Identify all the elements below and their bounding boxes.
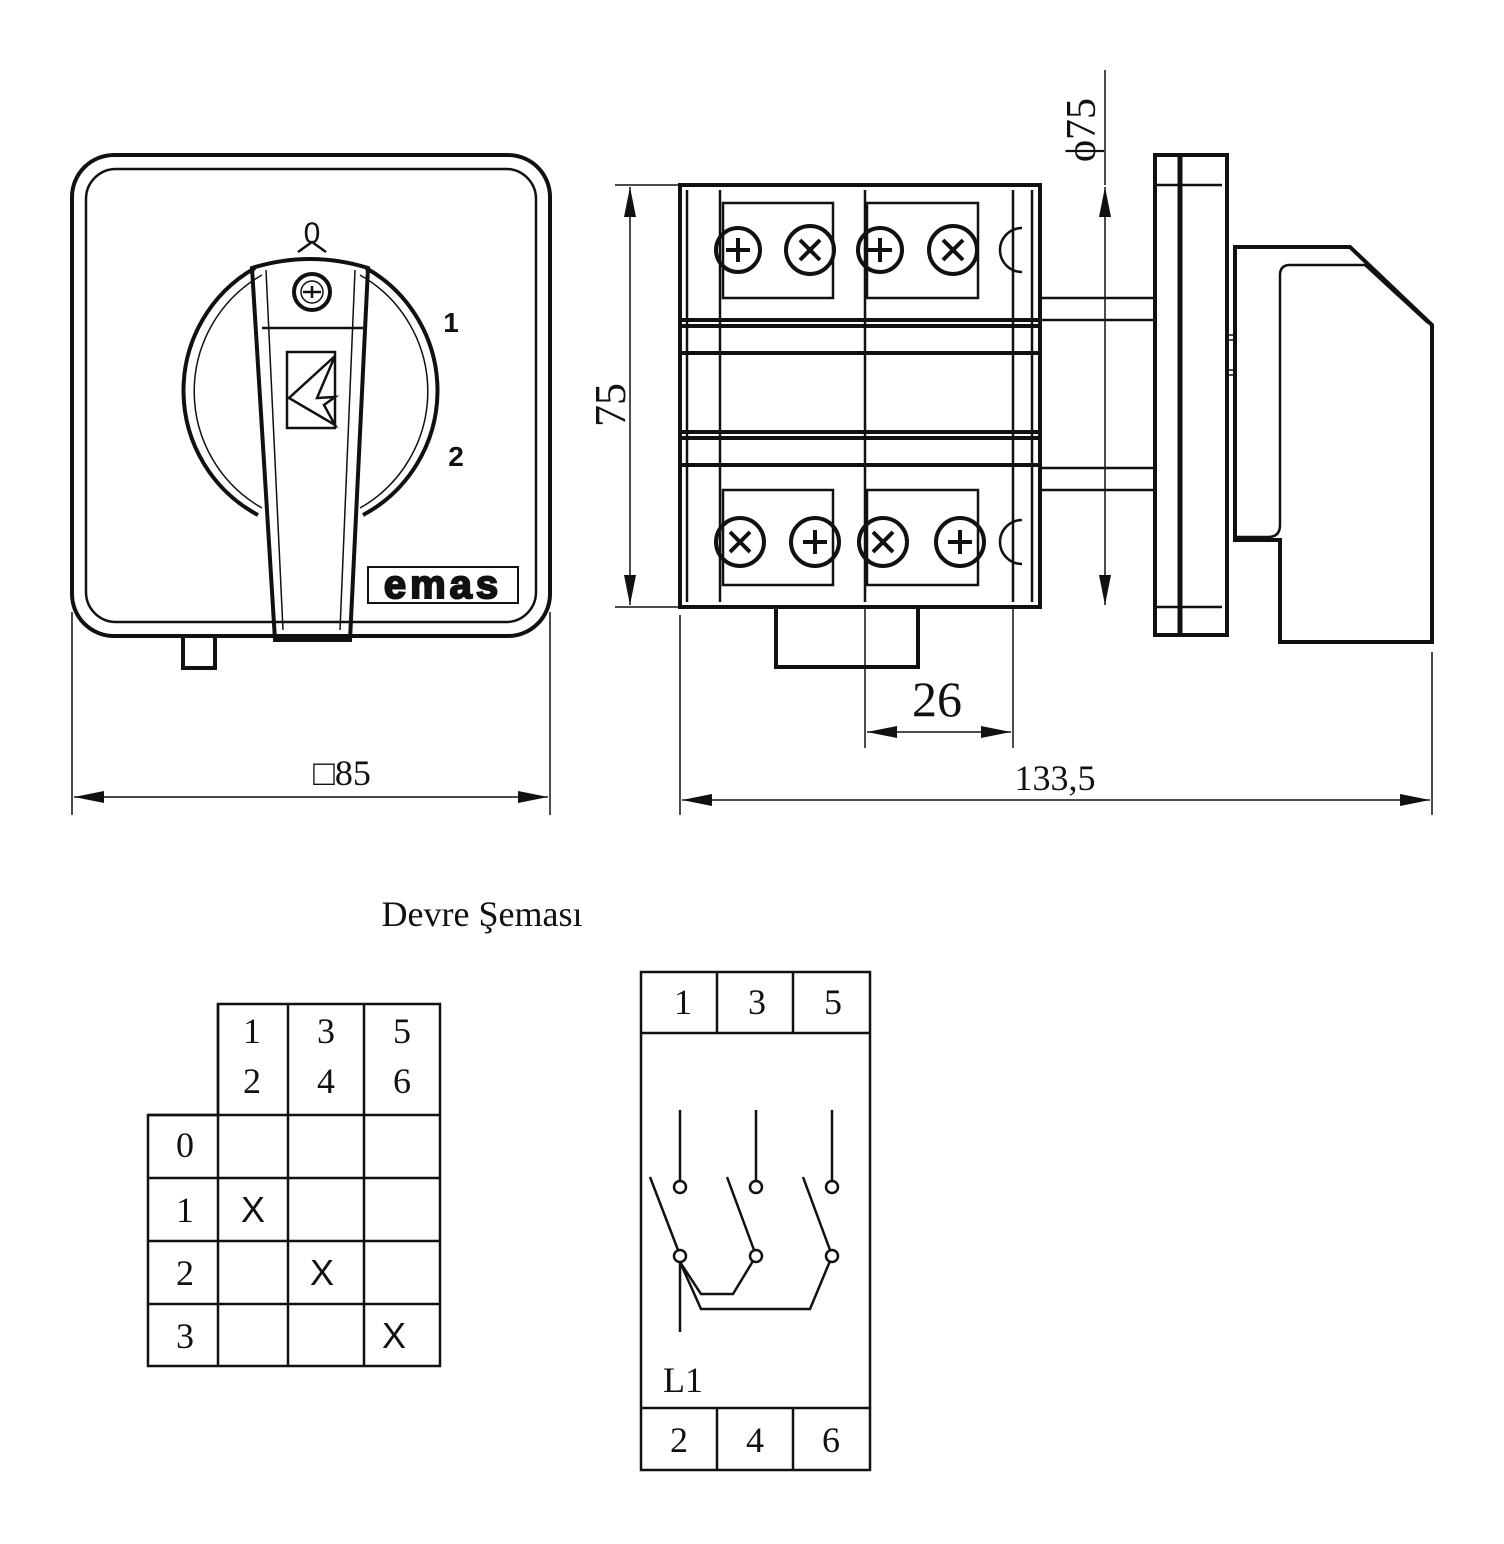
front-plate-inner (84, 167, 538, 624)
diameter-dimension-label: ϕ75 (1059, 98, 1105, 162)
table-cell: X (241, 1189, 265, 1230)
row-position-label: 3 (176, 1316, 194, 1356)
bottom-terminal-label: 4 (746, 1420, 764, 1460)
module-dimension-label: 26 (912, 671, 962, 727)
switching-table: 1 2 3 4 5 6 0 1 2 3 X X X (146, 1002, 442, 1368)
shaft-lines (1040, 296, 1155, 492)
top-terminal-label: 3 (748, 982, 766, 1022)
rotary-dial (181, 266, 440, 517)
schema-title: Devre Şeması (382, 894, 583, 934)
circuit-diagram: 1 3 5 2 4 6 L1 (639, 970, 872, 1472)
side-view: 75 ϕ75 26 133,5 (586, 70, 1434, 815)
bottom-tab (774, 605, 920, 669)
width-dimension-label: □85 (313, 753, 371, 793)
handle-side-profile (1233, 245, 1434, 644)
depth-dimension: 133,5 (679, 615, 1433, 815)
table-cell: X (310, 1252, 334, 1293)
height-dimension: 75 (586, 184, 680, 608)
column-header-top: 3 (317, 1011, 335, 1051)
switch-handle[interactable] (249, 240, 371, 642)
column-header-top: 1 (243, 1011, 261, 1051)
mounting-flange (1153, 153, 1229, 637)
bottom-terminal-label: 2 (670, 1420, 688, 1460)
front-view: 0 1 2 emas □85 (70, 153, 552, 815)
brand-logo-icon (285, 350, 340, 430)
row-position-label: 0 (176, 1125, 194, 1165)
position-label-0: 0 (304, 217, 321, 250)
emas-logo: emas (384, 563, 502, 607)
diameter-dimension: ϕ75 (1059, 70, 1111, 605)
row-position-label: 2 (176, 1253, 194, 1293)
terminal-blocks (721, 201, 980, 587)
terminal-screw-icons (714, 224, 1023, 568)
height-dimension-label: 75 (586, 383, 635, 427)
table-cell: X (382, 1315, 406, 1356)
mounting-stub (181, 634, 217, 670)
bottom-terminal-label: 6 (822, 1420, 840, 1460)
module-dimension: 26 (864, 607, 1014, 748)
row-position-label: 1 (176, 1190, 194, 1230)
column-header-bottom: 6 (393, 1061, 411, 1101)
front-plate-outer (70, 153, 552, 638)
position-label-1: 1 (443, 307, 459, 338)
screw-icon (292, 272, 332, 312)
position-label-2: 2 (448, 441, 464, 472)
column-header-top: 5 (393, 1011, 411, 1051)
input-label: L1 (663, 1360, 703, 1400)
column-header-bottom: 4 (317, 1061, 335, 1101)
switch-contacts (648, 1110, 840, 1332)
width-dimension: □85 (71, 612, 551, 815)
depth-dimension-label: 133,5 (1015, 758, 1096, 798)
top-terminal-label: 1 (674, 982, 692, 1022)
column-header-bottom: 2 (243, 1061, 261, 1101)
top-terminal-label: 5 (824, 982, 842, 1022)
logo-box (367, 566, 519, 604)
